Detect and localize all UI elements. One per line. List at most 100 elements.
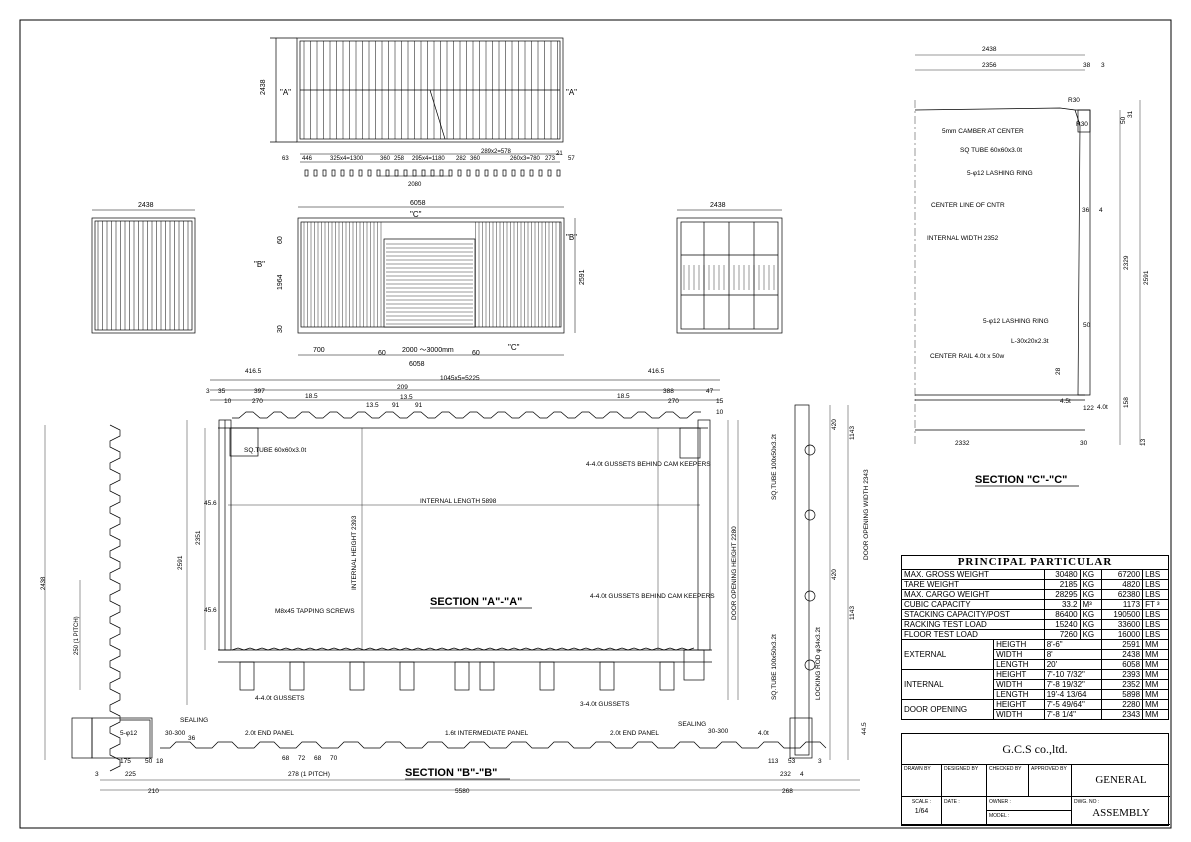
- left-end-width: 2438: [138, 202, 154, 209]
- svg-text:1143: 1143: [849, 426, 856, 440]
- svg-text:2591: 2591: [579, 269, 586, 285]
- svg-text:R30: R30: [1076, 121, 1088, 128]
- svg-text:60: 60: [472, 350, 480, 357]
- corr-pitch-dim: 250 (1 PITCH): [74, 616, 80, 655]
- svg-text:6058: 6058: [409, 361, 425, 368]
- svg-text:SEALING: SEALING: [180, 717, 208, 724]
- pp-row-unit-imperial: LBS: [1142, 589, 1169, 600]
- svg-text:47: 47: [706, 388, 714, 395]
- svg-text:36: 36: [1082, 207, 1090, 214]
- svg-text:18.5: 18.5: [617, 393, 630, 400]
- pp-dim-label: WIDTH: [993, 649, 1045, 660]
- pp-dim-label: HEIGHT: [993, 669, 1045, 680]
- svg-text:1143: 1143: [849, 606, 856, 620]
- pp-row-unit-metric: M³: [1079, 599, 1103, 610]
- svg-text:388: 388: [663, 388, 674, 395]
- svg-text:273: 273: [545, 156, 556, 162]
- svg-text:2329: 2329: [1123, 255, 1130, 270]
- pp-dim-mm: 6058: [1101, 659, 1144, 670]
- right-end-width: 2438: [710, 202, 726, 209]
- svg-text:INTERNAL HEIGHT 2393: INTERNAL HEIGHT 2393: [351, 515, 358, 590]
- svg-text:2591: 2591: [1143, 270, 1150, 285]
- svg-text:175: 175: [120, 758, 131, 765]
- svg-text:209: 209: [397, 384, 408, 391]
- svg-text:2591: 2591: [177, 555, 184, 570]
- pp-row-value-metric: 86400: [1043, 609, 1081, 620]
- pp-row-unit-metric: KG: [1079, 589, 1103, 600]
- svg-text:5mm CAMBER AT CENTER: 5mm CAMBER AT CENTER: [942, 128, 1024, 135]
- svg-text:700: 700: [313, 347, 325, 354]
- svg-text:420: 420: [831, 569, 838, 580]
- svg-text:113: 113: [768, 758, 779, 765]
- pp-row-unit-metric: KG: [1079, 629, 1103, 640]
- svg-text:13.5: 13.5: [366, 402, 379, 409]
- svg-text:45.6: 45.6: [204, 500, 217, 507]
- pp-dim-mm: 2393: [1101, 669, 1144, 680]
- svg-text:"C": "C": [508, 343, 520, 352]
- pp-row-unit-imperial: LBS: [1142, 569, 1169, 580]
- svg-text:18.5: 18.5: [305, 393, 318, 400]
- svg-text:2438: 2438: [982, 46, 997, 53]
- pp-row-label: MAX. CARGO WEIGHT: [901, 589, 1045, 600]
- section-bb-title: SECTION "B"-"B": [405, 767, 497, 779]
- svg-text:M8x45 TAPPING SCREWS: M8x45 TAPPING SCREWS: [275, 608, 355, 615]
- company-name: G.C.S co.,ltd.: [902, 734, 1168, 765]
- svg-text:15: 15: [716, 398, 724, 405]
- pp-row-unit-metric: KG: [1079, 569, 1103, 580]
- svg-text:4.0t: 4.0t: [1097, 404, 1108, 411]
- top-plan-view: [270, 37, 564, 177]
- section-bb-text: 2.0t END PANEL 1.6t INTERMEDIATE PANEL 2…: [95, 717, 822, 795]
- side-view: [297, 206, 576, 356]
- svg-text:31: 31: [1127, 110, 1134, 118]
- top-view-height-dim: 2438: [260, 79, 267, 95]
- svg-text:28: 28: [1055, 367, 1062, 375]
- svg-text:45.6: 45.6: [204, 607, 217, 614]
- svg-text:72: 72: [298, 755, 306, 762]
- svg-text:50: 50: [1083, 322, 1091, 329]
- pp-dim-imperial: 7'-8 19/32": [1043, 679, 1103, 690]
- svg-text:70: 70: [330, 755, 338, 762]
- pp-row-label: MAX. GROSS WEIGHT: [901, 569, 1045, 580]
- svg-text:225: 225: [125, 771, 136, 778]
- svg-text:2.0t END PANEL: 2.0t END PANEL: [245, 730, 294, 737]
- svg-text:SQ TUBE 60x60x3.0t: SQ TUBE 60x60x3.0t: [960, 147, 1022, 154]
- svg-text:4: 4: [1099, 207, 1103, 214]
- svg-text:R30: R30: [1068, 97, 1080, 104]
- pp-row-unit-imperial: LBS: [1142, 609, 1169, 620]
- pp-row-unit-imperial: LBS: [1142, 619, 1169, 630]
- svg-text:60: 60: [378, 350, 386, 357]
- pp-dim-unit: MM: [1142, 689, 1169, 700]
- section-cc-drawing: [914, 54, 1141, 445]
- svg-text:4: 4: [800, 771, 804, 778]
- svg-text:260x3=780: 260x3=780: [510, 156, 541, 162]
- dwg-no-cell: DWG. NO :: [1072, 797, 1170, 825]
- drawn-by-cell: DRAWN BY: [902, 764, 942, 797]
- pp-row-value-imperial: 33600: [1101, 619, 1144, 630]
- svg-text:5-φ12 LASHING RING: 5-φ12 LASHING RING: [983, 318, 1049, 325]
- svg-text:1045x5=5225: 1045x5=5225: [440, 375, 480, 382]
- svg-text:360: 360: [470, 156, 481, 162]
- svg-text:13.5: 13.5: [400, 394, 413, 401]
- pp-dim-unit: MM: [1142, 659, 1169, 670]
- svg-text:2000 ～3000mm: 2000 ～3000mm: [402, 347, 454, 354]
- pp-row-label: FLOOR TEST LOAD: [901, 629, 1045, 640]
- svg-text:30: 30: [277, 325, 284, 333]
- pp-row-label: RACKING TEST LOAD: [901, 619, 1045, 630]
- pp-row-label: CUBIC CAPACITY: [901, 599, 1045, 610]
- svg-text:LOCKING ROD φ34x3.2t: LOCKING ROD φ34x3.2t: [815, 627, 822, 700]
- svg-text:68: 68: [282, 755, 290, 762]
- svg-text:18: 18: [156, 758, 164, 765]
- svg-text:4-4.0t GUSSETS BEHIND CAM KEEP: 4-4.0t GUSSETS BEHIND CAM KEEPERS: [586, 461, 711, 468]
- pp-dim-label: LENGTH: [993, 659, 1045, 670]
- door-section-drawing: [804, 405, 849, 760]
- svg-text:210: 210: [148, 788, 159, 795]
- model-cell: MODEL :: [987, 811, 1072, 825]
- svg-text:416.5: 416.5: [648, 368, 665, 375]
- svg-text:3: 3: [95, 771, 99, 778]
- pp-dim-mm: 2352: [1101, 679, 1144, 690]
- section-cc-text: 2438 2356 38 3 R30 R30 50 31 36 4 2329 2…: [927, 46, 1150, 447]
